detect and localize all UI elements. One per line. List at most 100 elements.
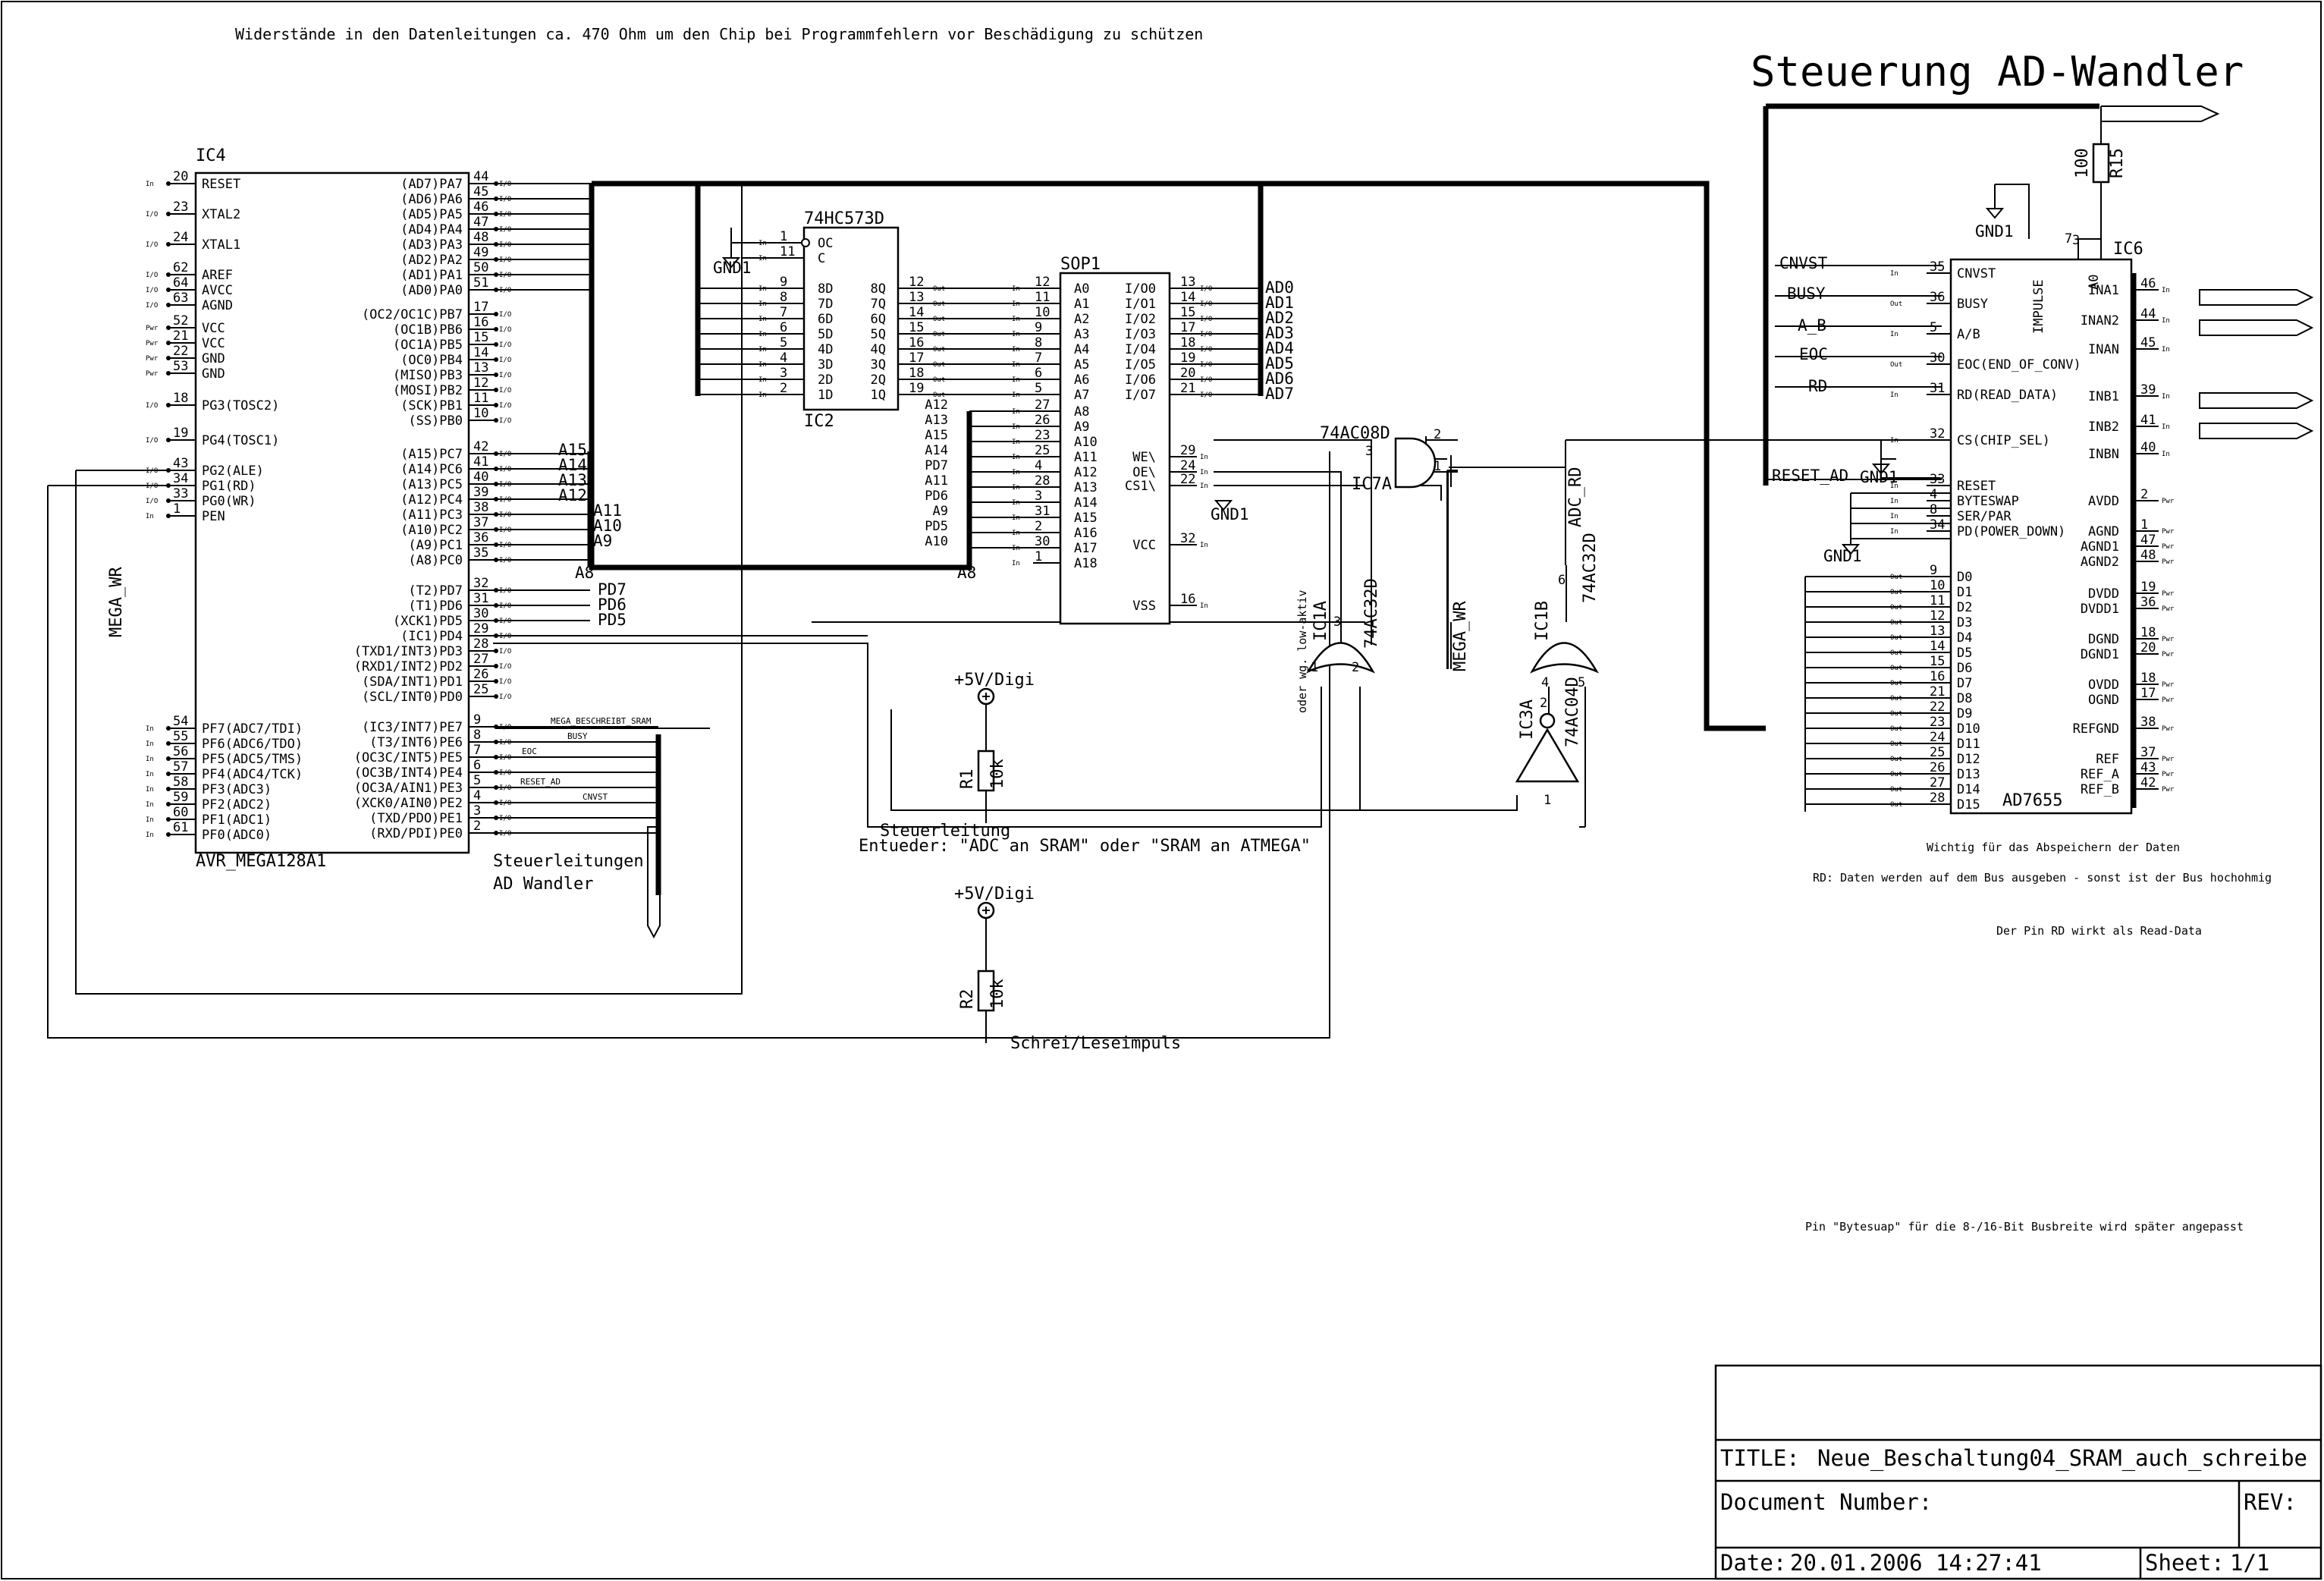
sop1-pin-18-num: 18: [1180, 335, 1195, 350]
ic6-pin-12-num: 12: [1930, 608, 1945, 624]
ic4-pin-26-label: (SDA/INT1)PD1: [362, 674, 463, 690]
ic4-pin-14-type: I/O: [499, 357, 511, 364]
ic2-pin-15-label: 5Q: [871, 327, 886, 342]
ic6-pin-26-num: 26: [1930, 760, 1945, 775]
ic2-pin-5-num: 5: [780, 335, 787, 350]
ic4-pin-41-label: (A14)PC6: [400, 462, 463, 477]
gnd-label-4: GND1: [1823, 547, 1862, 565]
ic2-value: 74HC573D: [804, 209, 884, 228]
ic1a-pin-a: 1: [1311, 660, 1318, 675]
ic6-pin-40-type: In: [2162, 451, 2170, 458]
ic4-pin-55-type: In: [146, 740, 154, 748]
net-pc-a12: A12: [558, 486, 587, 504]
resistor-r2: +5V/Digi R2 10k: [954, 885, 1035, 1012]
ic2-pin-18-label: 2Q: [871, 372, 886, 388]
gnd-symbol-0: [721, 257, 741, 269]
sop1-addr-net-6: PD6: [925, 489, 948, 504]
ic4-pin-51-num: 51: [473, 275, 488, 291]
net-ctrl-eoc: EOC: [1799, 345, 1828, 363]
ic4-pin-42-num: 42: [473, 439, 488, 454]
ic6-pin-45-type: In: [2162, 346, 2170, 354]
ic4-pin-64-num: 64: [173, 275, 188, 291]
sop1-pin-20-num: 20: [1180, 366, 1195, 381]
ic6-pin-13-label: D4: [1957, 630, 1972, 646]
ic4-pin-46-label: (AD5)PA5: [400, 207, 463, 222]
ic6-pin-41-label: INB2: [2088, 420, 2119, 435]
sop1-pin-26-num: 26: [1035, 413, 1050, 428]
sop1-pin-6-num: 6: [1035, 366, 1042, 381]
sop1-pin-19-num: 19: [1180, 350, 1195, 366]
resistor-r15: 100 R15: [2073, 143, 2127, 184]
ic1a-ref: IC1A: [1311, 601, 1330, 641]
ic4-pin-40-label: (A13)PC5: [400, 477, 463, 492]
ic4-pin-57-dot: [166, 772, 171, 776]
ic6-pin-8-num: 8: [1930, 502, 1937, 517]
ic2-ref: IC2: [804, 412, 834, 431]
sop1-pin-27-label: A8: [1074, 404, 1089, 420]
ic4-pin-21-type: Pwr: [146, 340, 159, 347]
ic4-pin-25-label: (SCL/INT0)PD0: [362, 690, 463, 705]
ic6-pin-42-type: Pwr: [2162, 786, 2175, 794]
ic4-pin-49-num: 49: [473, 245, 488, 260]
sop1-pin-18-label: I/O4: [1125, 342, 1156, 357]
ic4-pin-33-num: 33: [173, 486, 188, 501]
ic4-pin-54-label: PF7(ADC7/TDI): [202, 721, 303, 737]
ic2-pin-7-num: 7: [780, 305, 787, 320]
sop1-pin-5-num: 5: [1035, 381, 1042, 396]
ic4-pin-12-num: 12: [473, 376, 488, 391]
ic4-pin-11-label: (SCK)PB1: [400, 398, 463, 413]
net-ad1: AD1: [1265, 294, 1294, 312]
sop1-addr-net-7: A9: [933, 504, 948, 519]
ic2-pin-9-num: 9: [780, 275, 787, 290]
net-pd-pd5: PD5: [598, 611, 627, 629]
sop1-pin-16-num: 16: [1180, 592, 1195, 607]
sop1-pin-8-num: 8: [1035, 335, 1042, 350]
net-pe-3: RESET_AD: [520, 777, 561, 787]
ic6-pin-35-num: 35: [1930, 259, 1945, 275]
ic4-pin-29-label: (IC1)PD4: [400, 629, 463, 644]
ic4-pin-38-num: 38: [473, 500, 488, 515]
ic6-pin-16-label: D7: [1957, 676, 1972, 691]
net-ad0: AD0: [1265, 278, 1294, 297]
sop1-pin-12-num: 12: [1035, 275, 1050, 290]
ic7a-pin-a: 2: [1434, 427, 1441, 442]
ic6-pin-26-label: D13: [1957, 767, 1980, 782]
ic2-pin-9-label: 8D: [818, 281, 833, 297]
sop1-pin-9-num: 9: [1035, 320, 1042, 335]
ic4-pin-61-dot: [166, 832, 171, 837]
net-ad4: AD4: [1265, 339, 1294, 357]
ic4-pin-10-dot: [494, 418, 498, 423]
ic4-pin-13-type: I/O: [499, 372, 511, 379]
ic4-pin-5-num: 5: [473, 773, 481, 788]
sop1-addr-net-1: A13: [925, 413, 948, 428]
ic7a-pin-b: 1: [1434, 459, 1441, 474]
ic4-pin-61-label: PF0(ADC0): [202, 828, 272, 843]
sop1-pin-7-label: A5: [1074, 357, 1089, 372]
net-ctrl-a_b: A_B: [1798, 316, 1826, 335]
ic2-oc-bubble: [801, 238, 810, 247]
ic2-pin-7-label: 6D: [818, 312, 833, 327]
ic6-pin-a0: A0: [2087, 275, 2102, 290]
ic4-pin-21-num: 21: [173, 328, 188, 344]
ic4-pin-21-label: VCC: [202, 336, 225, 351]
ic4-pin-17-label: (OC2/OC1C)PB7: [362, 307, 463, 322]
sop1-pin-13-num: 13: [1180, 275, 1195, 290]
ic6-pin-24-num: 24: [1930, 730, 1945, 745]
ic2-pin-15-num: 15: [909, 320, 924, 335]
ic4-pin-59-label: PF2(ADC2): [202, 797, 272, 813]
sop1-pin-8-type: In: [1012, 346, 1020, 354]
ic2-pin-13-label: 7Q: [871, 297, 886, 312]
sheet-value: 1/1: [2230, 1550, 2269, 1576]
sop1-pin-6-label: A6: [1074, 372, 1089, 388]
ic4-pin-28-type: I/O: [499, 648, 511, 655]
ic6-pin-1-num: 1: [2140, 517, 2148, 533]
ic2-pin-19-num: 19: [909, 381, 924, 396]
doc-number-label: Document Number:: [1720, 1489, 1932, 1515]
ic6-pin-24-label: D11: [1957, 737, 1980, 752]
sop1-pin-30-label: A17: [1074, 541, 1098, 556]
ic6-pin-18-type: Pwr: [2162, 681, 2175, 689]
sop1-pin-20-label: I/O6: [1125, 372, 1156, 388]
sop1-pin-5-label: A7: [1074, 388, 1089, 403]
net-pe-1: BUSY: [567, 731, 588, 741]
ic6-pin-impulse-num: 7: [2065, 231, 2072, 247]
